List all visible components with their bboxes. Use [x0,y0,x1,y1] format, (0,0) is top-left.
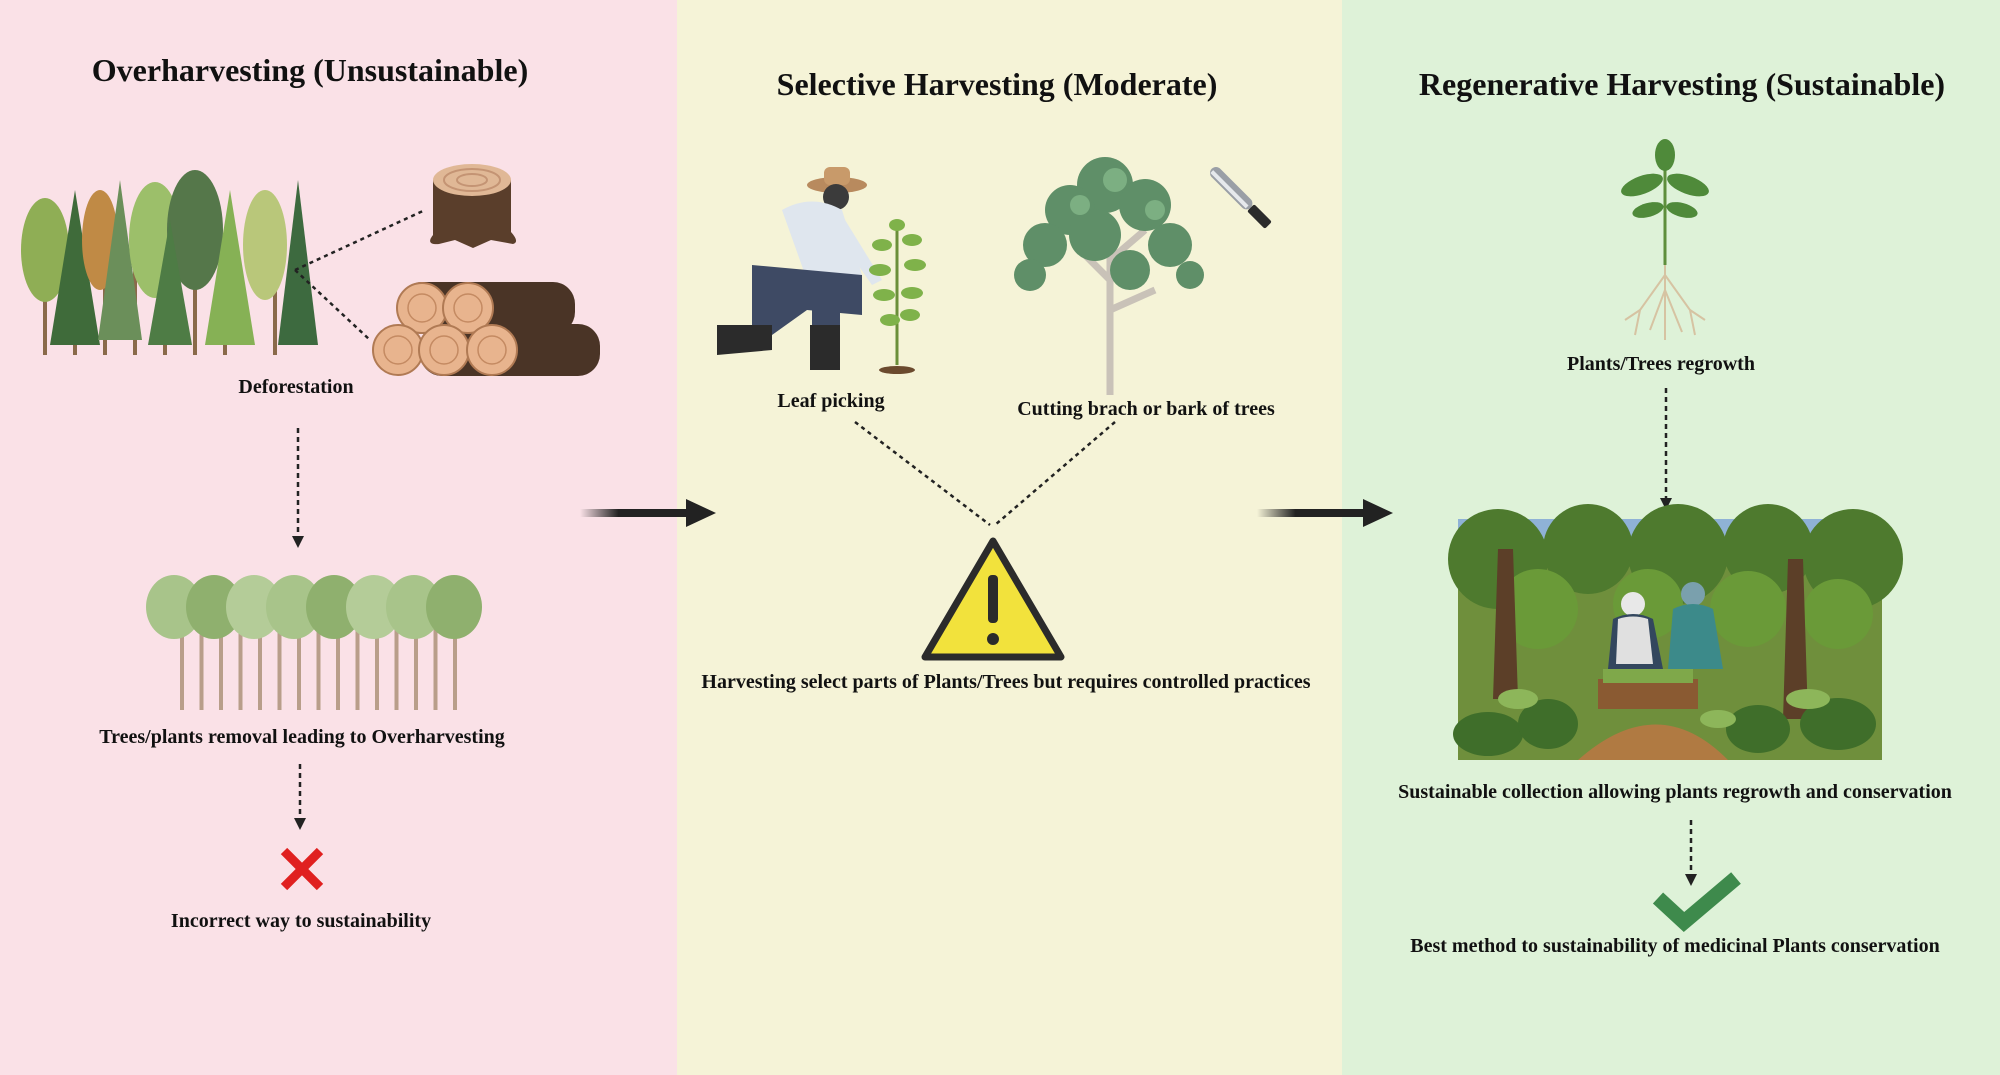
cutting-bark-label: Cutting brach or bark of trees [1017,398,1275,420]
down-arrow-icon [292,428,304,548]
red-cross-icon [280,847,324,891]
leaf-picking-label: Leaf picking [777,390,885,412]
down-arrow-icon [1660,388,1672,510]
forest-icon [21,170,318,355]
overharvesting-panel [0,0,677,1075]
tree-row-icon [146,575,482,710]
farmer-icon [717,167,926,374]
selective-harvesting-title: Selective Harvesting (Moderate) [776,66,1218,102]
removal-label: Trees/plants removal leading to Overharv… [99,726,505,748]
green-check-icon [1652,872,1741,933]
right-arrow-icon [580,499,716,527]
stump-icon [430,164,517,248]
incorrect-way-label: Incorrect way to sustainability [170,910,432,932]
overharvesting-title: Overharvesting (Unsustainable) [91,52,529,88]
garden-scene-icon [1448,504,1903,760]
warning-connector [854,421,1116,526]
deforestation-label: Deforestation [238,376,354,398]
right-arrow-icon [1257,499,1393,527]
deforestation-connector [294,208,426,341]
sustainable-collection-label: Sustainable collection allowing plants r… [1398,781,1952,803]
warning-icon [921,537,1065,661]
down-arrow-icon [1685,820,1697,886]
regrowth-label: Plants/Trees regrowth [1567,353,1755,375]
down-arrow-icon [294,764,306,830]
warning-label: Harvesting select parts of Plants/Trees … [701,671,1311,693]
logs-icon [372,282,600,376]
seedling-icon [1621,139,1709,340]
selective-harvesting-panel [677,0,1342,1075]
best-method-label: Best method to sustainability of medicin… [1410,935,1940,957]
knife-icon [1210,167,1272,229]
regenerative-harvesting-title: Regenerative Harvesting (Sustainable) [1418,66,1946,102]
tree-icon [1014,157,1204,395]
